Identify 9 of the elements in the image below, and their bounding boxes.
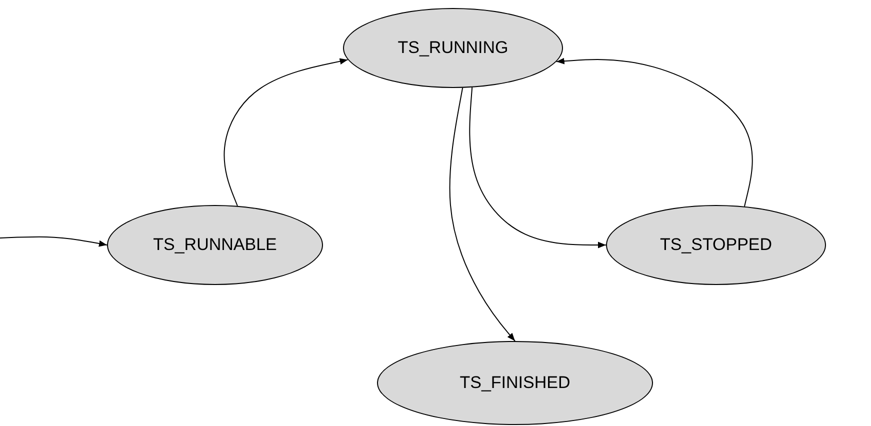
arrow <box>0 236 108 247</box>
arrow <box>449 87 516 342</box>
state-label: TS_RUNNING <box>398 38 508 58</box>
arrow <box>556 58 753 207</box>
state-label: TS_RUNNABLE <box>153 235 277 255</box>
arrow <box>224 58 348 206</box>
arrow <box>469 86 606 248</box>
state-label: TS_FINISHED <box>460 373 570 393</box>
state-label: TS_STOPPED <box>660 235 772 255</box>
